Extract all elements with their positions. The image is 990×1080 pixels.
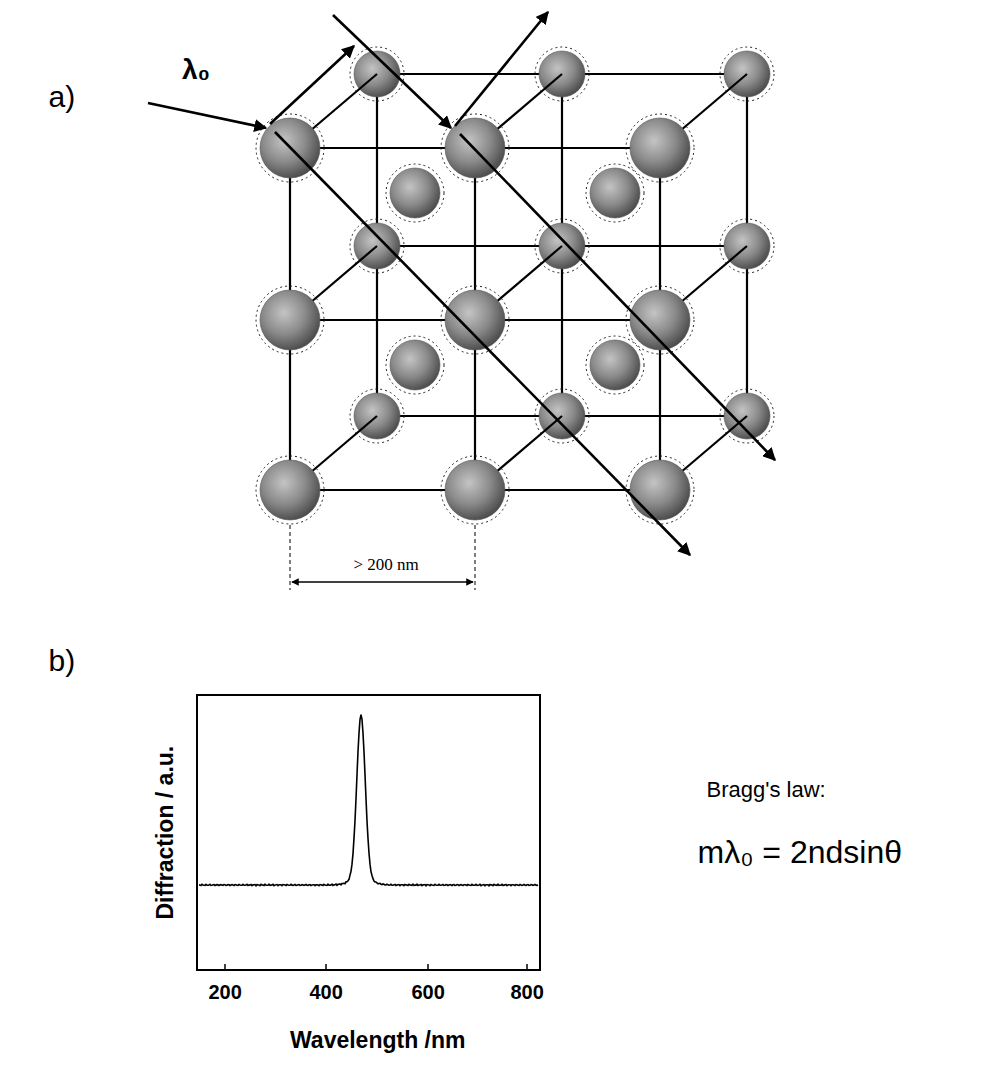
equation: mλ₀ = 2ndsinθ [698,835,903,870]
axis-tick [526,964,528,970]
face-center-sphere [590,340,640,390]
axis-title: Diffraction / a.u. [153,745,178,919]
equation-heading: Bragg's law: [707,778,826,802]
axis-tick [427,964,429,970]
spectrum-curve [199,715,538,886]
face-center-sphere-halo [586,164,644,222]
front-sphere-halo [441,456,509,524]
tick-label: 200 [209,981,242,1003]
dimension-label: > 200 nm [351,556,422,575]
front-sphere-halo [626,286,694,354]
tick-label: 600 [412,981,445,1003]
transmitted-beam [460,134,775,460]
dimension-arrow [292,581,473,583]
incident-beam [148,103,266,128]
face-center-sphere-halo [586,336,644,394]
front-sphere-halo [626,114,694,182]
face-center-sphere [390,340,440,390]
front-sphere [445,290,505,350]
front-sphere [630,118,690,178]
axis-tick [325,964,327,970]
tick-label: 800 [511,981,544,1003]
dimension-extension [290,525,291,590]
front-sphere-halo [441,286,509,354]
front-sphere [260,460,320,520]
axis-tick [224,964,226,970]
wavelength-symbol: λ₀ [182,55,210,86]
transmitted-beam [275,132,690,555]
plot-frame [197,695,540,970]
front-sphere-halo [256,456,324,524]
front-sphere [445,460,505,520]
front-sphere [630,460,690,520]
face-center-sphere-halo [386,164,444,222]
panel-letter: b) [49,644,76,677]
dimension-extension [475,525,476,590]
face-center-sphere [390,168,440,218]
diffracted-beam [455,12,548,126]
front-sphere [260,290,320,350]
front-sphere-halo [626,456,694,524]
face-center-sphere [590,168,640,218]
incident-beam [333,15,451,128]
tick-label: 400 [310,981,343,1003]
axis-title: Wavelength /nm [290,1028,466,1053]
panel-letter: a) [49,80,76,113]
front-sphere-halo [256,286,324,354]
diffracted-beam [270,46,354,124]
face-center-sphere-halo [386,336,444,394]
